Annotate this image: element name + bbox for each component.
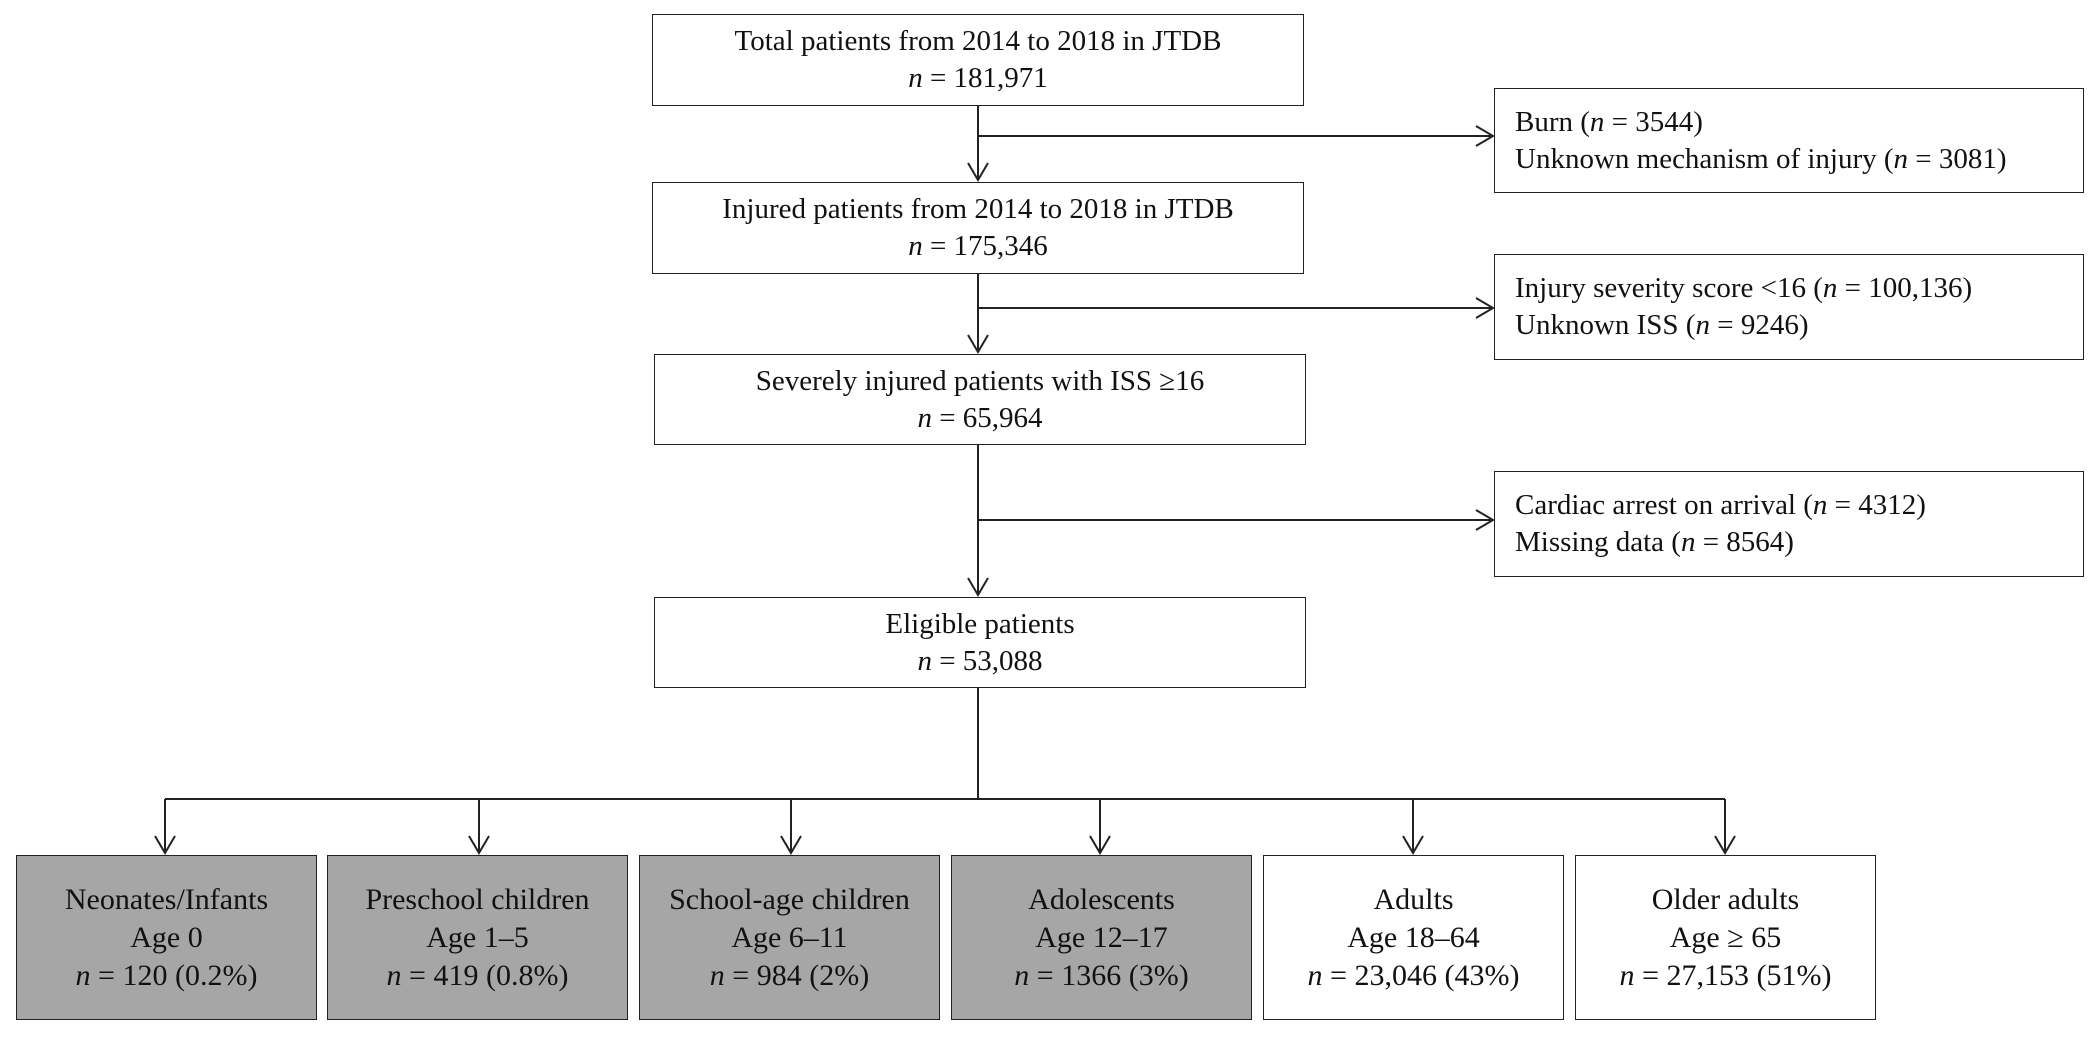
exclusion-box-2: Injury severity score <16 (n = 100,136) … [1494,254,2084,360]
age-group-count: n = 1366 (3%) [1014,958,1189,992]
step-title: Eligible patients [885,607,1075,640]
exclusion-burn: Burn (n = 3544) [1515,105,1703,138]
age-group-count: n = 419 (0.8%) [386,958,569,992]
age-group-range: Age 0 [130,920,203,954]
exclusion-cardiac-arrest: Cardiac arrest on arrival (n = 4312) [1515,489,1926,521]
step-count: n = 65,964 [917,401,1043,434]
step-count: n = 181,971 [908,62,1048,94]
step-injured-patients: Injured patients from 2014 to 2018 in JT… [652,182,1304,274]
age-group-adolescents: Adolescents Age 12–17 n = 1366 (3%) [951,855,1252,1020]
age-group-count: n = 23,046 (43%) [1307,958,1520,992]
age-group-name: Adults [1373,882,1454,916]
age-group-count: n = 120 (0.2%) [75,958,258,992]
age-group-name: Neonates/Infants [64,882,269,916]
exclusion-unknown-mechanism: Unknown mechanism of injury (n = 3081) [1515,142,2007,175]
step-count: n = 53,088 [917,644,1043,677]
step-title: Severely injured patients with ISS ≥16 [755,364,1205,397]
age-group-name: Preschool children [365,882,590,916]
step-eligible-patients: Eligible patients n = 53,088 [654,597,1306,688]
age-group-name: Older adults [1651,882,1800,916]
exclusion-unknown-iss: Unknown ISS (n = 9246) [1515,309,1809,341]
step-count: n = 175,346 [908,230,1048,262]
age-group-count: n = 27,153 (51%) [1619,958,1832,992]
exclusion-missing-data: Missing data (n = 8564) [1515,526,1794,558]
step-title: Injured patients from 2014 to 2018 in JT… [722,193,1234,225]
step-severely-injured: Severely injured patients with ISS ≥16 n… [654,354,1306,445]
exclusion-iss-under-16: Injury severity score <16 (n = 100,136) [1515,272,1973,304]
exclusion-box-1: Burn (n = 3544) Unknown mechanism of inj… [1494,88,2084,193]
age-group-neonates-infants: Neonates/Infants Age 0 n = 120 (0.2%) [16,855,317,1020]
age-group-range: Age 1–5 [426,920,529,954]
age-group-count: n = 984 (2%) [709,958,870,992]
step-title: Total patients from 2014 to 2018 in JTDB [734,25,1222,57]
age-group-name: Adolescents [1028,882,1175,916]
age-group-range: Age 6–11 [731,920,848,954]
age-group-preschool: Preschool children Age 1–5 n = 419 (0.8%… [327,855,628,1020]
age-group-school-age: School-age children Age 6–11 n = 984 (2%… [639,855,940,1020]
age-group-range: Age 12–17 [1035,920,1168,954]
age-group-adults: Adults Age 18–64 n = 23,046 (43%) [1263,855,1564,1020]
age-group-name: School-age children [669,882,910,916]
age-group-range: Age 18–64 [1347,920,1480,954]
exclusion-box-3: Cardiac arrest on arrival (n = 4312) Mis… [1494,471,2084,577]
age-group-older-adults: Older adults Age ≥ 65 n = 27,153 (51%) [1575,855,1876,1020]
step-total-patients: Total patients from 2014 to 2018 in JTDB… [652,14,1304,106]
age-group-range: Age ≥ 65 [1669,920,1782,954]
